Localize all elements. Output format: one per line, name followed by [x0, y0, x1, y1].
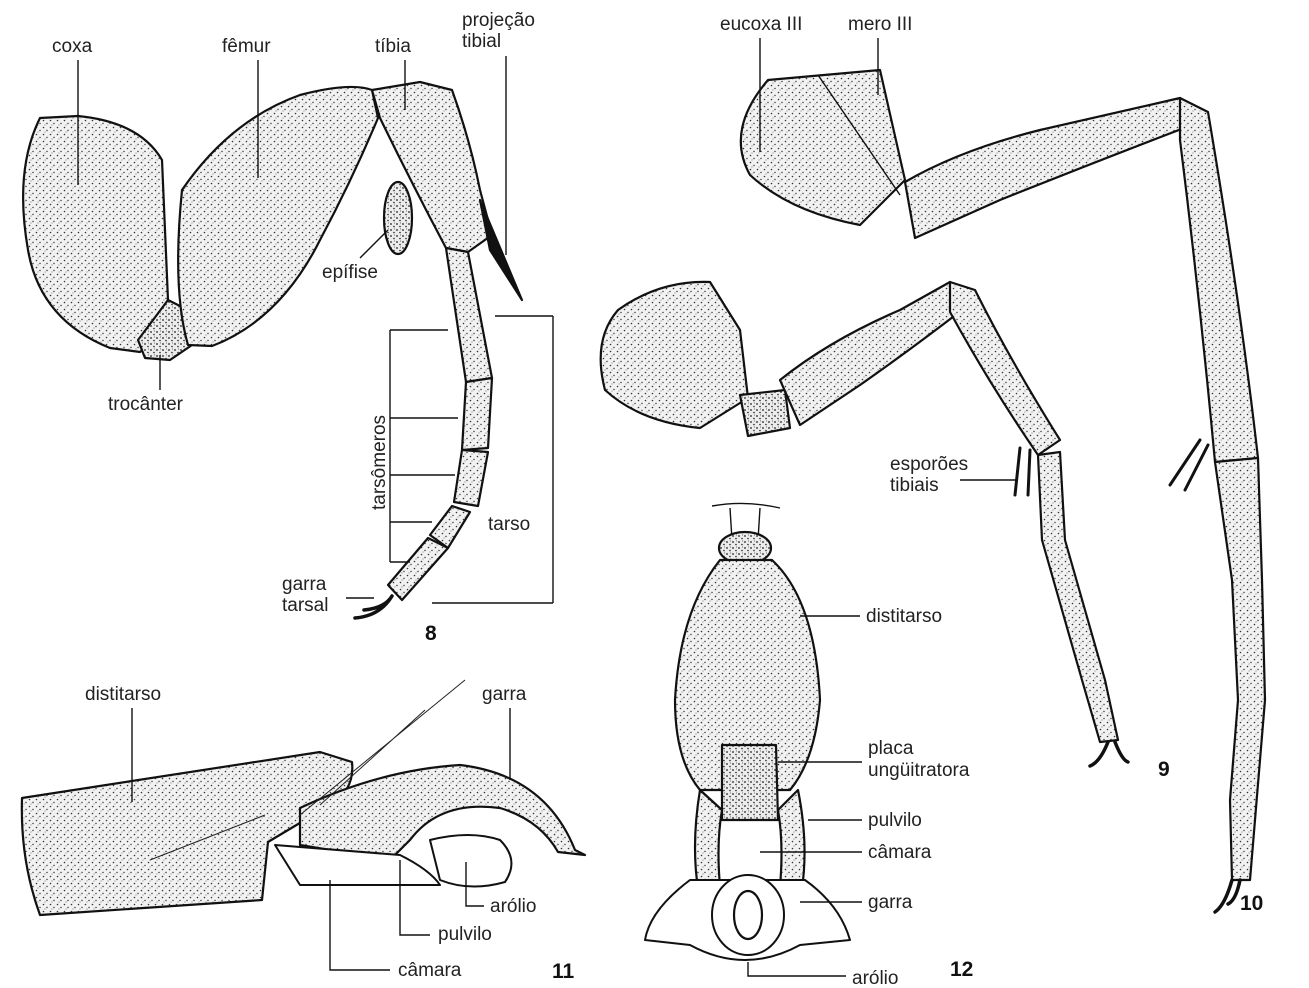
label-arolium-12: arólio	[852, 968, 898, 988]
label-tarsal-claw-1: garra	[282, 574, 327, 595]
tarsus-10-shape	[1215, 458, 1265, 880]
label-tarsal-claw-2: tarsal	[282, 595, 328, 616]
tarsus-9-shape	[1038, 452, 1118, 742]
label-femur: fêmur	[222, 36, 271, 57]
label-trochanter: trocânter	[108, 394, 184, 415]
figure-number-11: 11	[552, 960, 575, 983]
tibia-9-shape	[950, 282, 1060, 455]
tarsal-claw-shape	[355, 596, 392, 618]
figure-8-leg	[23, 82, 522, 618]
label-epiphysis: epífise	[322, 262, 378, 283]
femur-10-shape	[905, 98, 1192, 238]
coxa-9-shape	[601, 282, 748, 428]
label-eucoxa: eucoxa III	[720, 14, 802, 35]
arolium-inner-12-shape	[734, 891, 762, 939]
pulvillus-11-shape	[275, 845, 440, 885]
figure-number-8: 8	[425, 622, 437, 645]
spurs-9-shape	[1015, 448, 1030, 495]
figure-number-12: 12	[950, 958, 973, 981]
arolium-11-shape	[430, 835, 511, 887]
label-coxa: coxa	[52, 36, 93, 57]
figure-number-9: 9	[1158, 758, 1170, 781]
trochanter-9-shape	[740, 390, 790, 436]
label-pulvillus-12: pulvilo	[868, 810, 922, 831]
tarsomere-2-shape	[462, 378, 492, 450]
label-chamber-11: câmara	[398, 960, 462, 981]
femur-9-shape	[780, 282, 962, 425]
label-tarsomeres: tarsômeros	[369, 415, 390, 510]
epiphysis-shape	[384, 182, 412, 254]
label-tibial-projection-2: tibial	[462, 31, 501, 52]
figure-11-distitarsus	[22, 680, 585, 915]
figure-10-leg	[741, 70, 1265, 912]
figure-number-10: 10	[1240, 892, 1263, 915]
leader-chamber-11	[330, 880, 390, 970]
label-distitarsus-12: distitarso	[866, 606, 942, 627]
label-claw-11: garra	[482, 684, 527, 705]
label-mero: mero III	[848, 14, 912, 35]
label-tibial-spurs-1: esporões	[890, 454, 968, 475]
femur-shape	[178, 87, 378, 346]
figure-12-distitarsus	[645, 503, 850, 960]
unguitractor-12-shape	[722, 745, 778, 820]
leader-epiphysis	[360, 230, 388, 258]
label-distitarsus-11: distitarso	[85, 684, 161, 705]
tarsomere-5-shape	[388, 538, 448, 600]
label-pulvillus-11: pulvilo	[438, 924, 492, 945]
label-tibial-projection-1: projeção	[462, 10, 535, 31]
claws-10-shape	[1215, 880, 1240, 912]
coxa-shape	[23, 116, 168, 352]
label-chamber-12: câmara	[868, 842, 932, 863]
spurs-10-shape	[1170, 440, 1208, 490]
label-claw-12: garra	[868, 892, 913, 913]
label-unguitractor-1: placa	[868, 738, 914, 759]
tarsus-bracket	[432, 316, 553, 603]
label-tarsus: tarso	[488, 514, 530, 535]
tarsomere-1-shape	[446, 248, 492, 382]
label-tibial-spurs-2: tibiais	[890, 475, 939, 496]
eucoxa-shape	[741, 70, 905, 225]
leader-arolium-12	[748, 962, 846, 976]
tarsomere-3-shape	[454, 450, 488, 506]
label-arolium-11: arólio	[490, 896, 536, 917]
tibia-10-shape	[1180, 98, 1258, 462]
label-unguitractor-2: ungüitratora	[868, 760, 970, 781]
claws-9-shape	[1090, 742, 1128, 766]
tibial-projection-shape	[480, 200, 522, 300]
label-tibia: tíbia	[375, 36, 411, 57]
